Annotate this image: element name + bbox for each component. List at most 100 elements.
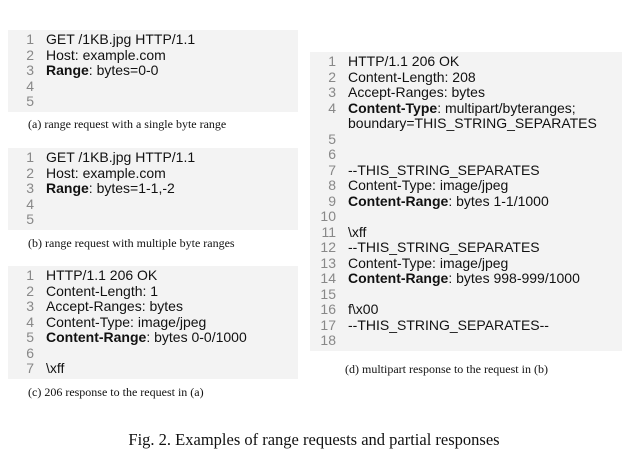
code-line: 4 Content-Type: image/jpeg <box>8 313 298 331</box>
line-text: --THIS_STRING_SEPARATES <box>348 161 540 179</box>
line-number: 4 <box>328 99 336 116</box>
line-text: HTTP/1.1 206 OK <box>46 267 157 284</box>
line-number: 13 <box>320 254 336 271</box>
code-line: 8 Content-Type: image/jpeg <box>310 177 622 194</box>
line-text: Range: bytes=1-1,-2 <box>46 180 175 197</box>
caption-c: (c) 206 response to the request in (a) <box>28 385 204 399</box>
code-line: 1 HTTP/1.1 206 OK <box>310 53 622 70</box>
code-line: 3 Range: bytes=1-1,-2 <box>8 180 298 197</box>
code-line: 3 Accept-Ranges: bytes <box>310 84 622 101</box>
line-number: 2 <box>26 46 34 63</box>
line-content: \xff <box>348 223 367 240</box>
line-number: 4 <box>26 77 34 94</box>
line-number: 1 <box>26 149 34 165</box>
line-content: Content-Type: image/jpeg <box>348 254 509 271</box>
line-text: HTTP/1.1 206 OK <box>348 53 459 70</box>
line-number: 5 <box>26 329 34 345</box>
line-text: Content-Range: bytes 1-1/1000 <box>348 192 549 210</box>
line-content: GET /1KB.jpg HTTP/1.1 <box>46 31 196 47</box>
line-content: f\x00 <box>348 301 379 317</box>
line-content: Accept-Ranges: bytes <box>46 298 183 314</box>
code-line: boundary=THIS_STRING_SEPARATES <box>310 115 622 132</box>
line-text: \xff <box>46 360 65 377</box>
header-key: Content-Range <box>348 192 449 209</box>
line-content: boundary=THIS_STRING_SEPARATES <box>348 115 597 131</box>
line-number: 6 <box>328 146 336 162</box>
caption-d: (d) multipart response to the request in… <box>345 362 548 376</box>
line-number: 3 <box>26 180 34 196</box>
code-line: 2 Host: example.com <box>8 46 298 64</box>
code-line: 6 <box>8 344 298 362</box>
code-line: 17 --THIS_STRING_SEPARATES-- <box>310 316 622 334</box>
caption-a: (a) range request with a single byte ran… <box>28 117 227 131</box>
line-number: 3 <box>328 84 336 100</box>
line-content: --THIS_STRING_SEPARATES-- <box>348 316 549 333</box>
code-line: 5 <box>8 211 298 228</box>
line-text: Content-Type: multipart/byteranges; <box>348 99 576 117</box>
code-line: 4 <box>8 77 298 95</box>
figure-caption: Fig. 2. Examples of range requests and p… <box>128 430 500 449</box>
header-key: Range <box>46 62 89 78</box>
line-number <box>310 116 348 132</box>
line-text: Accept-Ranges: bytes <box>348 84 485 101</box>
line-number: 10 <box>320 208 336 224</box>
line-content: --THIS_STRING_SEPARATES <box>348 161 540 178</box>
line-content: Content-Length: 1 <box>46 282 159 299</box>
line-text: Range: bytes=0-0 <box>46 62 159 79</box>
code-line: 5 <box>8 93 298 110</box>
line-number: 15 <box>320 285 336 302</box>
line-content: \xff <box>46 360 65 376</box>
code-block-d: 1 HTTP/1.1 206 OK 2 Content-Length: 208 3 Acc… <box>310 52 622 351</box>
header-key: Content-Range <box>46 329 147 345</box>
line-text: Content-Range: bytes 998-999/1000 <box>348 270 580 287</box>
line-content: Content-Type: image/jpeg <box>348 177 509 193</box>
code-line: 5 Content-Range: bytes 0-0/1000 <box>8 329 298 346</box>
line-number: 2 <box>328 68 336 85</box>
line-number: 6 <box>26 344 34 361</box>
line-text: Host: example.com <box>46 165 166 182</box>
line-content: Content-Length: 208 <box>348 68 476 85</box>
line-content: : bytes=0-0 <box>88 62 159 78</box>
line-content: Accept-Ranges: bytes <box>348 84 485 100</box>
line-number: 5 <box>26 211 34 227</box>
line-content: : multipart/byteranges; <box>437 99 576 116</box>
code-line: 12--THIS_STRING_SEPARATES <box>310 239 622 256</box>
line-number: 7 <box>26 360 34 376</box>
line-number: 8 <box>328 177 336 193</box>
line-number: 16 <box>320 301 336 317</box>
line-number: 4 <box>26 195 34 212</box>
line-number: 14 <box>320 270 336 286</box>
header-key: Content-Type <box>348 99 438 116</box>
line-number: 3 <box>26 62 34 78</box>
line-number: 11 <box>321 223 336 240</box>
line-content: GET /1KB.jpg HTTP/1.1 <box>46 149 196 165</box>
line-number: 17 <box>320 316 336 333</box>
line-number: 4 <box>26 313 34 330</box>
line-content: Host: example.com <box>46 46 166 63</box>
line-content: : bytes 0-0/1000 <box>146 329 247 345</box>
code-line: 16 f\x00 <box>310 301 622 318</box>
code-line: 15 <box>310 285 622 303</box>
line-content: --THIS_STRING_SEPARATES <box>348 239 540 255</box>
line-number: 7 <box>328 161 336 178</box>
line-text: Accept-Ranges: bytes <box>46 298 183 315</box>
line-number: 5 <box>26 93 34 109</box>
line-number: 1 <box>328 53 336 69</box>
line-text: --THIS_STRING_SEPARATES-- <box>348 316 549 334</box>
code-lines: 1 HTTP/1.1 206 OK 2 Content-Length: 208 3 Acc… <box>310 53 622 349</box>
line-text: f\x00 <box>348 301 379 318</box>
line-content: : bytes 998-999/1000 <box>448 270 580 286</box>
line-text: Content-Type: image/jpeg <box>46 314 206 331</box>
code-line: 4 Content-Type: multipart/byteranges; <box>310 99 622 117</box>
line-text: Content-Length: 1 <box>46 282 159 300</box>
